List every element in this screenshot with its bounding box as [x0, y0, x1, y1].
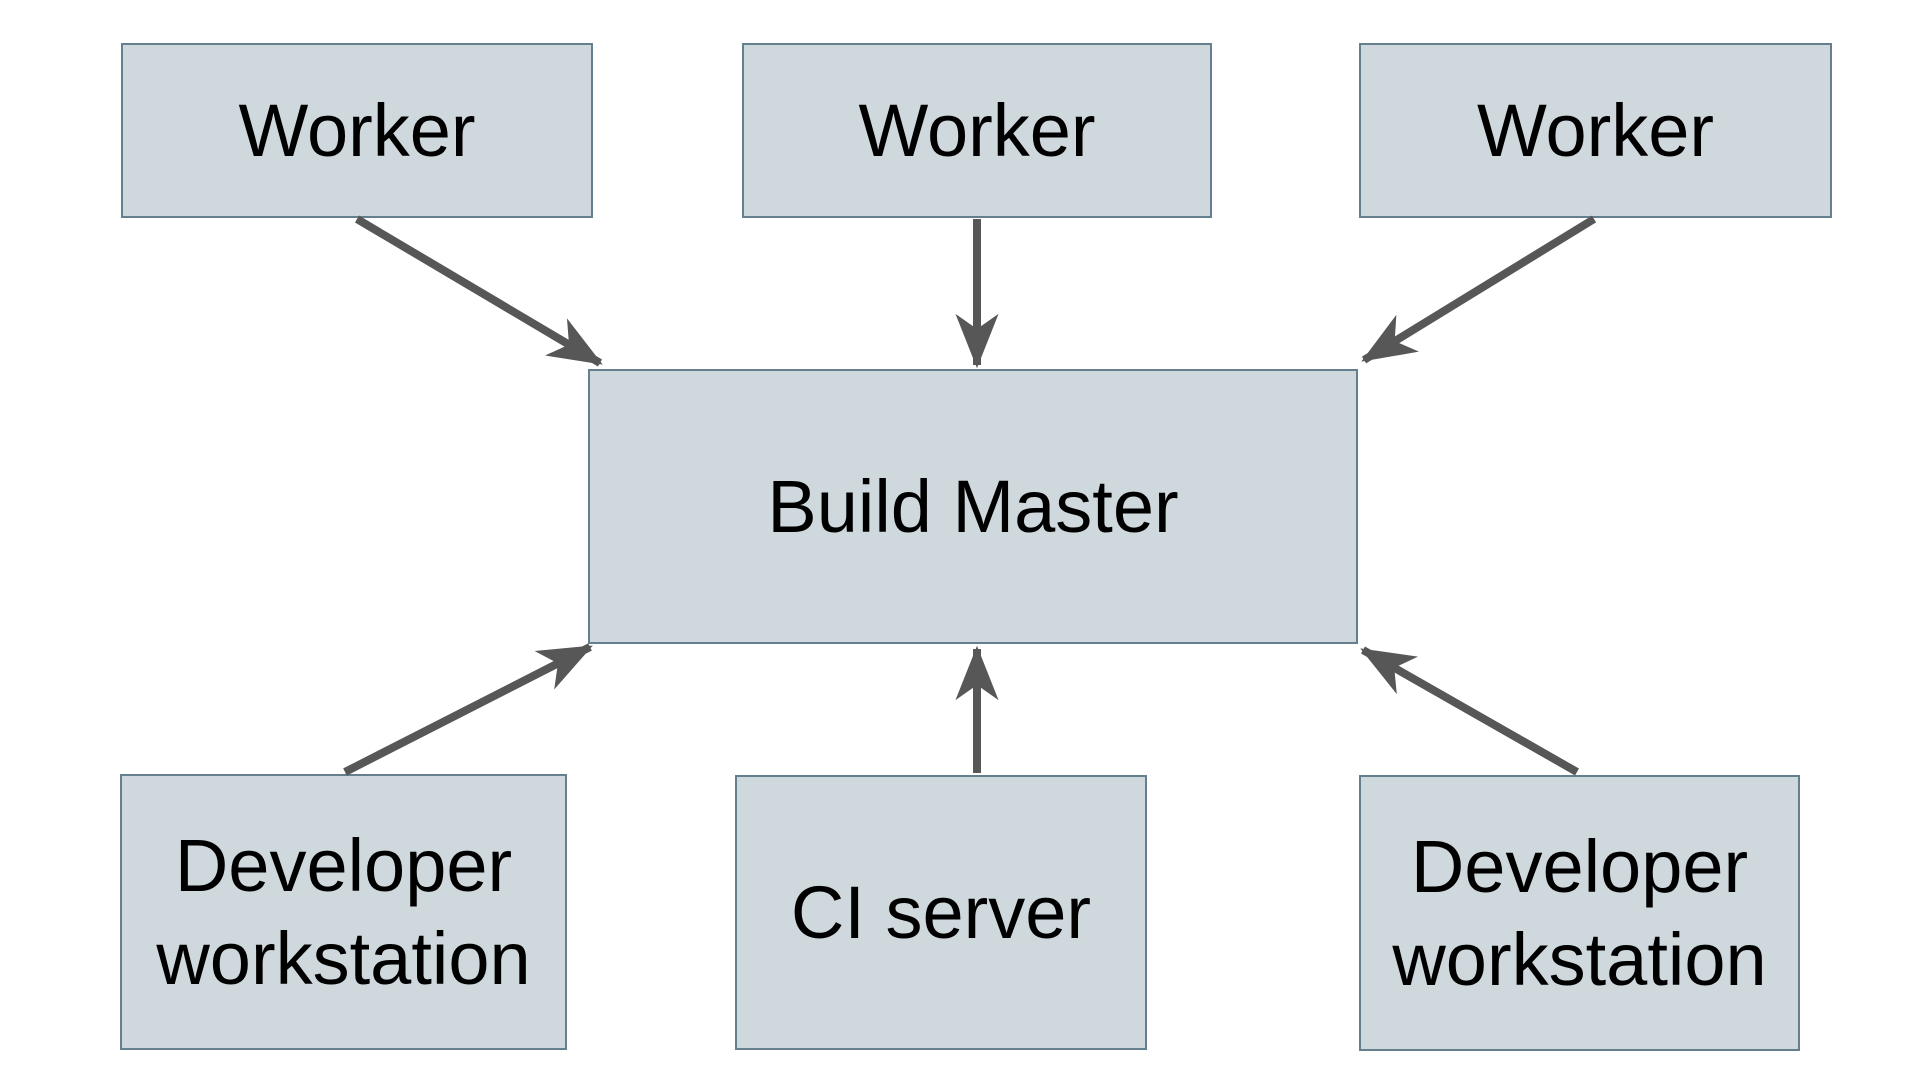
- node-label: CI server: [790, 870, 1092, 954]
- node-build-master: Build Master: [588, 369, 1358, 644]
- node-developer-workstation-right: Developer workstation: [1359, 775, 1800, 1051]
- node-label: Build Master: [767, 464, 1179, 548]
- node-developer-workstation-left: Developer workstation: [120, 774, 567, 1050]
- node-ci-server: CI server: [735, 775, 1147, 1050]
- arrow-dev-left-to-build-master: [343, 643, 593, 776]
- node-label: Developer workstation: [156, 823, 531, 1000]
- arrow-dev-right-to-build-master: [1360, 646, 1579, 776]
- arrow-worker-right-to-build-master: [1361, 215, 1597, 364]
- node-worker-top-middle: Worker: [742, 43, 1212, 218]
- node-worker-top-right: Worker: [1359, 43, 1832, 218]
- node-worker-top-left: Worker: [121, 43, 593, 218]
- node-label: Developer workstation: [1392, 824, 1767, 1001]
- node-label: Worker: [1476, 88, 1715, 172]
- node-label: Worker: [238, 88, 476, 172]
- arrow-worker-left-to-build-master: [354, 215, 603, 367]
- node-label: Worker: [858, 88, 1096, 172]
